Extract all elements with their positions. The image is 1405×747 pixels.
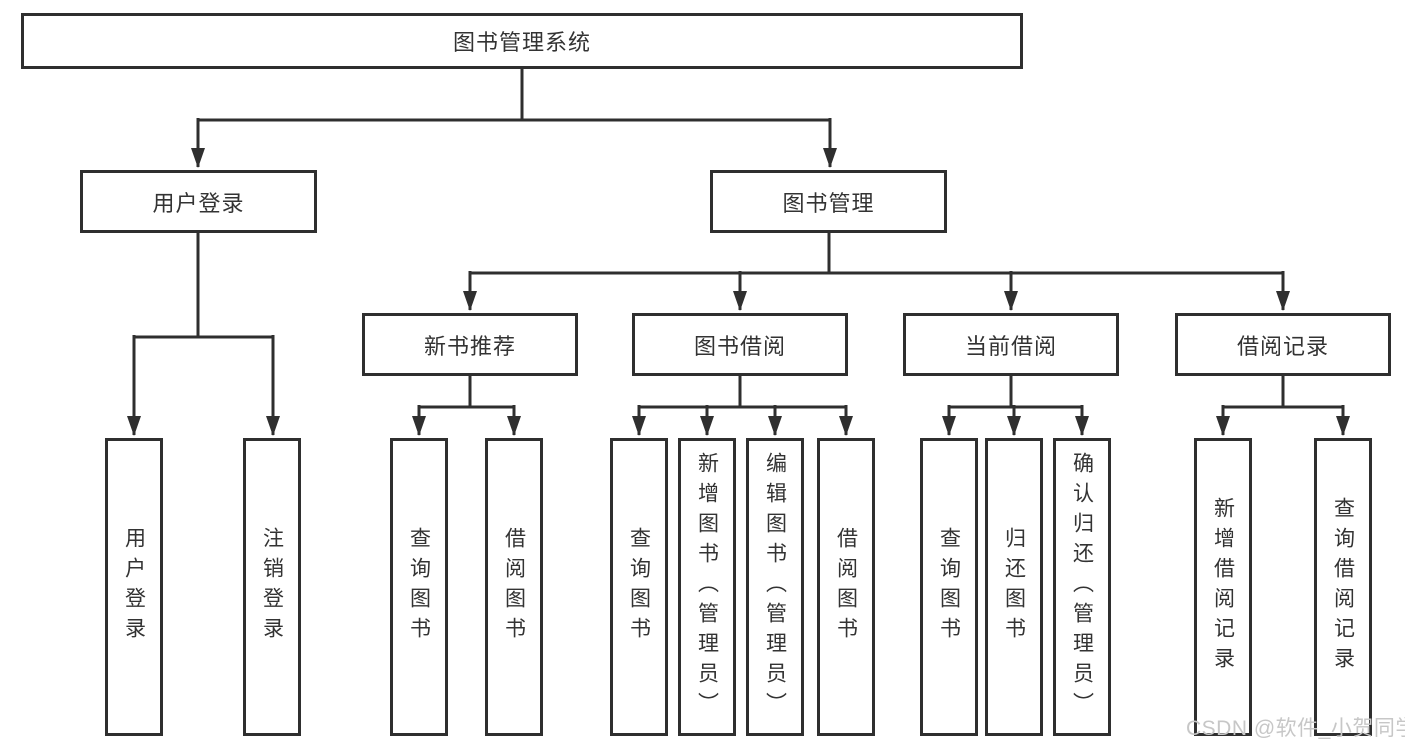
leaf-label: 归还图书 xyxy=(1002,527,1026,647)
node-book-management: 图书管理 xyxy=(710,170,947,233)
leaf-query-books-recommend: 查询图书 xyxy=(390,438,448,736)
leaf-label: 查询图书 xyxy=(937,527,961,647)
leaf-label: 借阅图书 xyxy=(834,527,858,647)
leaf-user-login: 用户登录 xyxy=(105,438,163,736)
leaf-return-books: 归还图书 xyxy=(985,438,1043,736)
leaf-query-borrow-record: 查询借阅记录 xyxy=(1314,438,1372,736)
connector-current-borrow-children xyxy=(942,376,1089,436)
leaf-label: 新增图书（管理员） xyxy=(695,452,719,722)
connector-root-to-level2 xyxy=(191,69,837,168)
node-book-borrow: 图书借阅 xyxy=(632,313,848,376)
leaf-label: 查询借阅记录 xyxy=(1331,497,1355,677)
leaf-label: 借阅图书 xyxy=(502,527,526,647)
leaf-label: 新增借阅记录 xyxy=(1211,497,1235,677)
connector-user-login-children xyxy=(127,233,280,436)
leaf-confirm-return-admin: 确认归还（管理员） xyxy=(1053,438,1111,736)
leaf-borrow-books-recommend: 借阅图书 xyxy=(485,438,543,736)
leaf-label: 确认归还（管理员） xyxy=(1070,452,1094,722)
leaf-add-books-admin: 新增图书（管理员） xyxy=(678,438,736,736)
leaf-label: 编辑图书（管理员） xyxy=(763,452,787,722)
node-current-borrow: 当前借阅 xyxy=(903,313,1119,376)
connector-new-book-recommend-children xyxy=(412,376,521,436)
csdn-watermark: CSDN @软件_小贺同学 xyxy=(1186,717,1405,740)
leaf-query-books-current: 查询图书 xyxy=(920,438,978,736)
leaf-add-borrow-record: 新增借阅记录 xyxy=(1194,438,1252,736)
connector-book-management-children xyxy=(463,233,1290,311)
leaf-label: 查询图书 xyxy=(627,527,651,647)
leaf-logout: 注销登录 xyxy=(243,438,301,736)
connector-borrow-records-children xyxy=(1216,376,1350,436)
leaf-label: 查询图书 xyxy=(407,527,431,647)
node-new-book-recommend: 新书推荐 xyxy=(362,313,578,376)
leaf-label: 用户登录 xyxy=(122,527,146,647)
leaf-edit-books-admin: 编辑图书（管理员） xyxy=(746,438,804,736)
leaf-borrow-books: 借阅图书 xyxy=(817,438,875,736)
node-user-login: 用户登录 xyxy=(80,170,317,233)
connector-book-borrow-children xyxy=(632,376,853,436)
leaf-label: 注销登录 xyxy=(260,527,284,647)
leaf-query-books-borrow: 查询图书 xyxy=(610,438,668,736)
node-library-management-system: 图书管理系统 xyxy=(21,13,1023,69)
node-borrow-records: 借阅记录 xyxy=(1175,313,1391,376)
